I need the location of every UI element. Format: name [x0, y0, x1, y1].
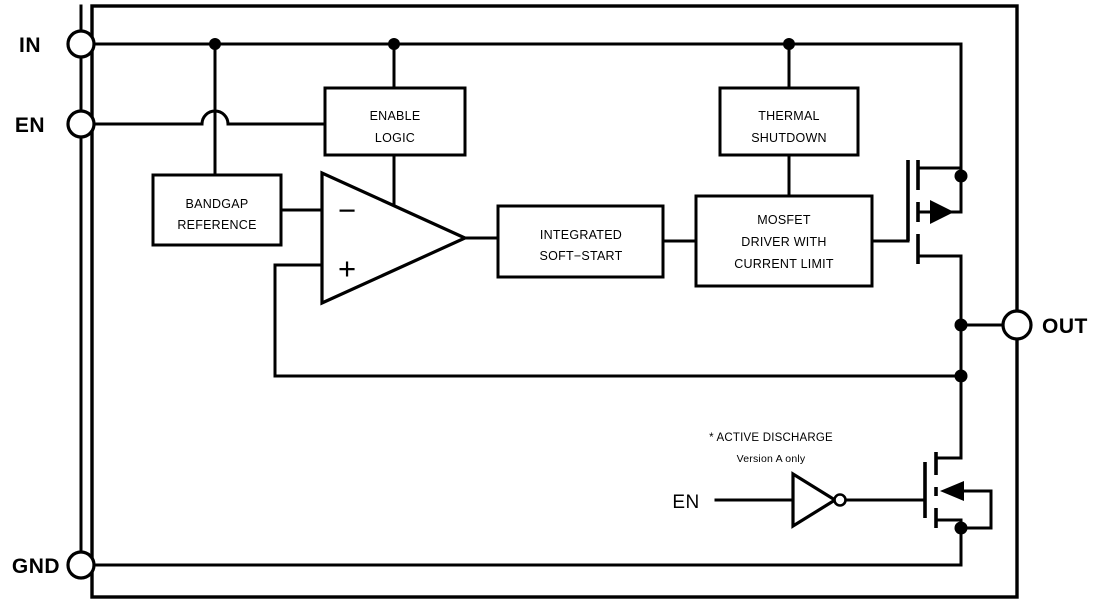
- junction-dot-out-node: [954, 318, 968, 332]
- pin-circle-en[interactable]: [66, 109, 96, 139]
- wire-gnd-rail: [79, 526, 963, 567]
- enable-logic-label-line-2: LOGIC: [375, 131, 415, 145]
- wire-hop-arc: [200, 109, 230, 126]
- discharge-mosfet-symbol: [838, 450, 993, 530]
- driver-label-line-3: CURRENT LIMIT: [734, 257, 834, 271]
- block-mosfet-driver[interactable]: MOSFET DRIVER WITH CURRENT LIMIT: [694, 194, 874, 288]
- pin-label-out: OUT: [1042, 315, 1088, 338]
- junction-dot-in-enable: [388, 38, 400, 50]
- thermal-label-line-1: THERMAL: [758, 109, 819, 123]
- block-integrated-soft-start[interactable]: INTEGRATED SOFT−START: [496, 204, 665, 279]
- error-amplifier-triangle: [320, 170, 469, 306]
- soft-start-label-line-1: INTEGRATED: [540, 228, 622, 242]
- wire-feedback-to-plus: [273, 263, 963, 378]
- pin-label-en: EN: [15, 114, 45, 137]
- inverter-triangle: [791, 471, 839, 529]
- pin-circle-out[interactable]: [1001, 309, 1033, 341]
- amp-minus-sign: −: [338, 193, 356, 228]
- bandgap-label-line-1: BANDGAP: [186, 197, 249, 211]
- pass-mosfet-symbol: [906, 160, 963, 327]
- junction-dot-discharge-source: [954, 521, 968, 535]
- label-en-discharge: EN: [672, 492, 699, 513]
- junction-dot-in-thermal: [783, 38, 795, 50]
- pin-label-in: IN: [19, 34, 41, 57]
- pin-circle-in[interactable]: [66, 29, 96, 59]
- wire-in-rail: [79, 42, 963, 178]
- device-outline-frame: [90, 4, 1019, 599]
- junction-dot-feedback: [954, 369, 968, 383]
- pin-circle-gnd[interactable]: [66, 550, 96, 580]
- driver-label-line-2: DRIVER WITH: [741, 235, 826, 249]
- junction-dot-pass-source: [954, 169, 968, 183]
- block-thermal-shutdown[interactable]: THERMAL SHUTDOWN: [718, 86, 860, 157]
- pin-label-gnd: GND: [12, 555, 60, 578]
- junction-dot-in-bandgap: [209, 38, 221, 50]
- block-enable-logic[interactable]: ENABLE LOGIC: [323, 86, 467, 157]
- annotation-active-discharge: * ACTIVE DISCHARGE: [709, 432, 833, 444]
- amp-plus-sign: +: [338, 251, 356, 286]
- soft-start-label-line-2: SOFT−START: [540, 249, 623, 263]
- inverter-bubble-icon: [833, 493, 847, 507]
- annotation-version-a-only: Version A only: [737, 453, 806, 465]
- block-bandgap-reference[interactable]: BANDGAP REFERENCE: [151, 173, 283, 247]
- thermal-label-line-2: SHUTDOWN: [751, 131, 827, 145]
- bandgap-label-line-2: REFERENCE: [177, 218, 256, 232]
- enable-logic-label-line-1: ENABLE: [370, 109, 421, 123]
- driver-label-line-1: MOSFET: [757, 213, 811, 227]
